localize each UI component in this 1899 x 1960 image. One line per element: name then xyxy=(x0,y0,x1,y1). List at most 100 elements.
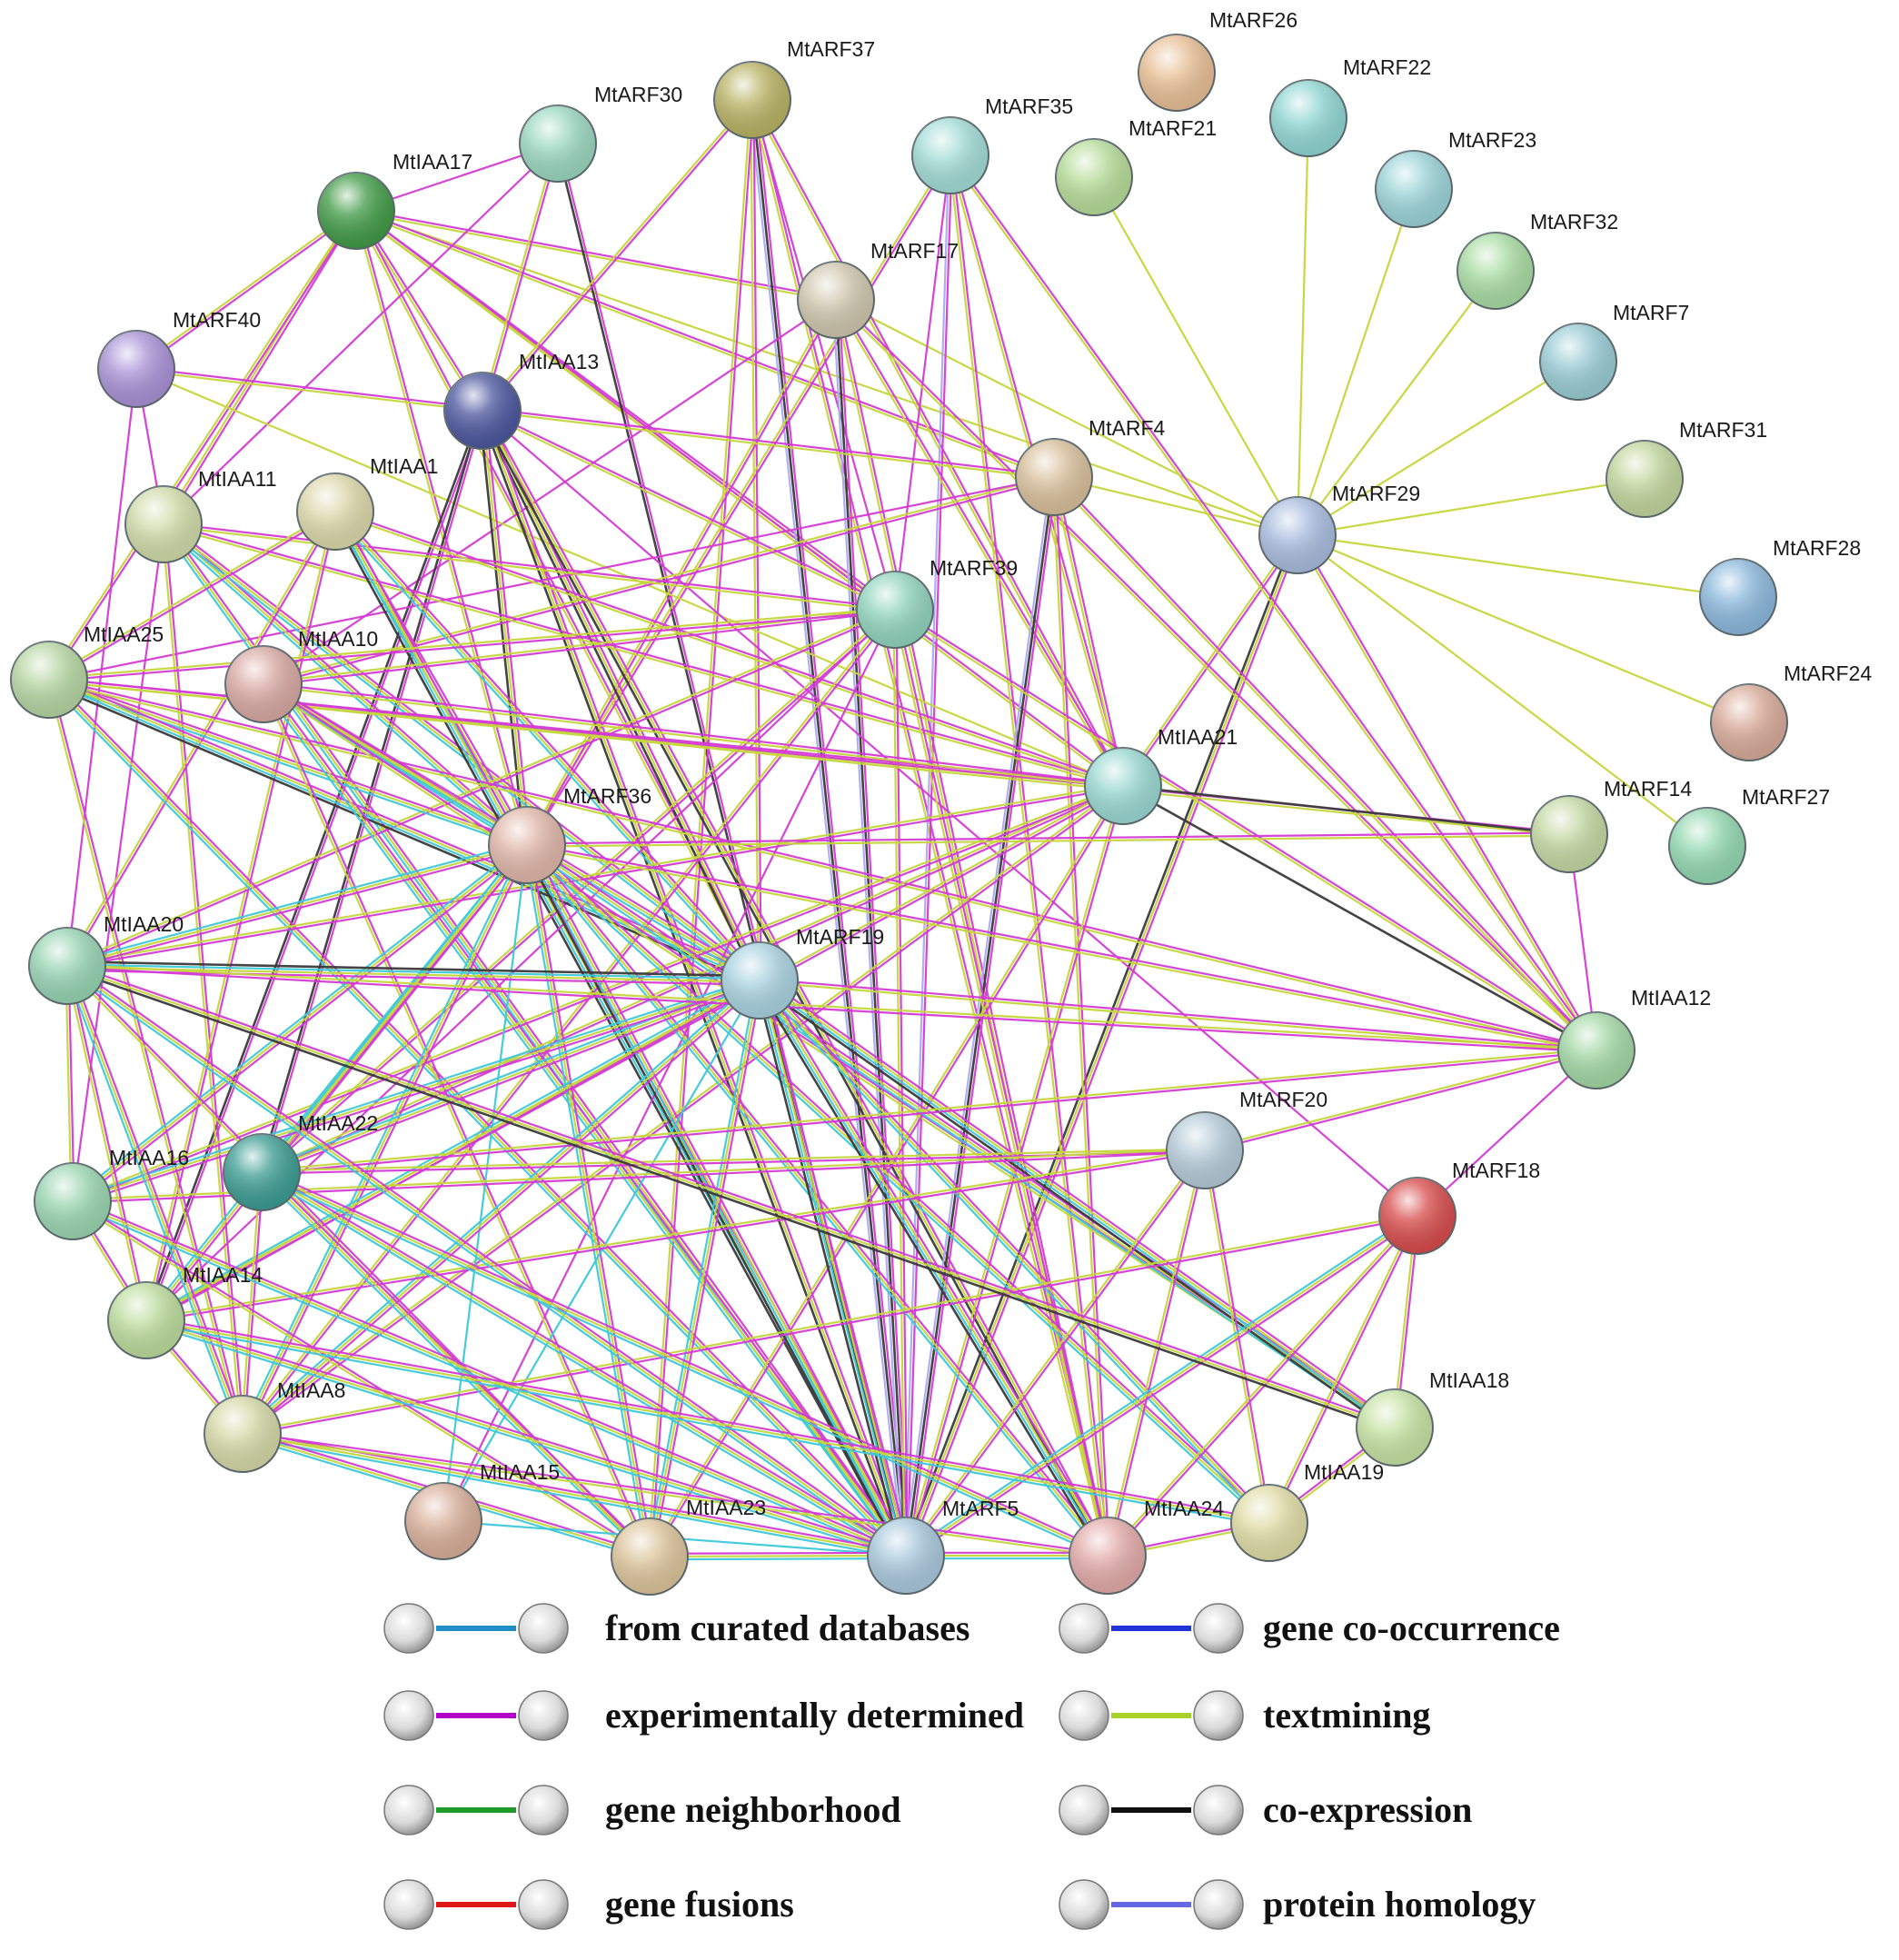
protein-node-mtiaa18[interactable]: MtIAA18 xyxy=(1356,1368,1509,1467)
edge-evidence-line xyxy=(480,143,558,411)
edge-evidence-line xyxy=(356,209,485,411)
protein-node-mtarf37[interactable]: MtARF37 xyxy=(713,37,875,139)
protein-node-mtarf20[interactable]: MtARF20 xyxy=(1166,1088,1327,1189)
interaction-edge xyxy=(1297,361,1579,536)
edge-evidence-line xyxy=(442,844,529,1522)
protein-node-mtarf21[interactable]: MtARF21 xyxy=(1055,116,1217,216)
protein-node-mtiaa20[interactable]: MtIAA20 xyxy=(28,912,184,1005)
edge-evidence-line xyxy=(356,210,530,845)
protein-node-mtarf19[interactable]: MtARF19 xyxy=(721,925,884,1020)
edge-evidence-line xyxy=(49,677,761,980)
edge-evidence-line xyxy=(834,299,908,1557)
protein-node-mtiaa1[interactable]: MtIAA1 xyxy=(296,454,438,551)
edge-evidence-line xyxy=(950,154,1599,1050)
node-gloss xyxy=(318,173,394,249)
node-gloss xyxy=(721,942,798,1019)
node-label: MtIAA11 xyxy=(198,467,277,491)
protein-node-mtiaa8[interactable]: MtIAA8 xyxy=(204,1378,345,1473)
legend-item: gene fusions xyxy=(383,1879,794,1930)
node-gloss xyxy=(868,1517,944,1594)
protein-node-mtiaa14[interactable]: MtIAA14 xyxy=(107,1263,263,1359)
legend-ball xyxy=(383,1879,434,1930)
protein-node-mtarf26[interactable]: MtARF26 xyxy=(1138,8,1297,112)
protein-node-mtarf5[interactable]: MtARF5 xyxy=(867,1497,1019,1595)
edge-evidence-line xyxy=(73,1199,651,1557)
edge-evidence-line xyxy=(49,675,529,844)
edge-evidence-line xyxy=(1297,533,1739,599)
protein-node-mtarf27[interactable]: MtARF27 xyxy=(1668,785,1830,885)
edge-evidence-line xyxy=(67,786,1124,969)
edge-evidence-line xyxy=(73,1198,908,1555)
protein-node-mtiaa13[interactable]: MtIAA13 xyxy=(443,350,599,450)
edge-evidence-line xyxy=(49,512,337,682)
protein-node-mtarf24[interactable]: MtARF24 xyxy=(1710,662,1872,761)
edge-evidence-line xyxy=(135,369,1054,480)
node-label: MtARF4 xyxy=(1089,416,1166,440)
node-gloss xyxy=(1669,808,1745,884)
interaction-edge xyxy=(65,965,75,1202)
edge-evidence-line xyxy=(65,368,138,967)
edge-evidence-line xyxy=(263,610,896,687)
edge-evidence-line xyxy=(836,298,1598,1050)
protein-node-mtarf32[interactable]: MtARF32 xyxy=(1457,210,1618,310)
protein-node-mtarf36[interactable]: MtARF36 xyxy=(488,784,651,884)
protein-node-mtiaa17[interactable]: MtIAA17 xyxy=(317,150,472,250)
edge-evidence-line xyxy=(161,209,356,524)
protein-node-mtiaa11[interactable]: MtIAA11 xyxy=(124,467,277,563)
edge-evidence-line xyxy=(259,1173,905,1559)
edge-evidence-line xyxy=(71,976,760,1200)
edge-evidence-line xyxy=(65,966,73,1202)
edge-evidence-line xyxy=(163,143,559,525)
node-label: MtIAA19 xyxy=(1304,1460,1384,1484)
edge-evidence-line xyxy=(244,981,762,1438)
protein-node-mtiaa12[interactable]: MtIAA12 xyxy=(1557,986,1711,1089)
interaction-edge xyxy=(1122,784,1570,836)
protein-node-mtarf14[interactable]: MtARF14 xyxy=(1530,777,1692,873)
protein-node-mtarf28[interactable]: MtARF28 xyxy=(1699,536,1861,636)
edge-evidence-line xyxy=(833,300,1123,788)
interaction-edge xyxy=(1093,176,1298,536)
protein-node-mtiaa22[interactable]: MtIAA22 xyxy=(223,1111,378,1211)
legend-label: co-expression xyxy=(1263,1789,1472,1830)
protein-node-mtiaa23[interactable]: MtIAA23 xyxy=(611,1496,766,1596)
edge-evidence-line xyxy=(524,846,1394,1431)
edge-evidence-line xyxy=(67,847,529,970)
protein-node-mtarf31[interactable]: MtARF31 xyxy=(1606,418,1767,518)
protein-node-mtarf35[interactable]: MtARF35 xyxy=(911,95,1073,194)
interaction-edge xyxy=(144,1316,908,1560)
legend-ball xyxy=(518,1879,569,1930)
edge-evidence-line xyxy=(244,845,531,1436)
edge-evidence-line xyxy=(261,979,761,1174)
protein-node-mtarf22[interactable]: MtARF22 xyxy=(1269,55,1431,157)
interaction-edge xyxy=(1105,1149,1208,1557)
interaction-edge xyxy=(259,1169,909,1559)
edge-evidence-line xyxy=(759,980,1270,1524)
protein-node-mtarf17[interactable]: MtARF17 xyxy=(797,239,959,339)
edge-evidence-line xyxy=(240,608,895,1434)
edge-evidence-line xyxy=(906,155,953,1557)
edge-evidence-line xyxy=(482,410,761,981)
interaction-edge xyxy=(47,509,337,682)
protein-node-mtiaa24[interactable]: MtIAA24 xyxy=(1069,1497,1224,1595)
legend-label: protein homology xyxy=(1263,1884,1536,1925)
protein-node-mtiaa16[interactable]: MtIAA16 xyxy=(34,1146,189,1240)
protein-node-mtiaa15[interactable]: MtIAA15 xyxy=(404,1460,560,1560)
protein-node-mtarf23[interactable]: MtARF23 xyxy=(1375,128,1536,228)
edge-evidence-line xyxy=(145,844,528,1321)
protein-node-mtiaa19[interactable]: MtIAA19 xyxy=(1230,1460,1384,1562)
protein-node-mtarf29[interactable]: MtARF29 xyxy=(1258,482,1420,574)
protein-node-mtiaa21[interactable]: MtIAA21 xyxy=(1084,725,1238,825)
protein-node-mtiaa10[interactable]: MtIAA10 xyxy=(224,627,378,723)
protein-node-mtarf40[interactable]: MtARF40 xyxy=(97,308,261,408)
protein-node-mtarf18[interactable]: MtARF18 xyxy=(1378,1159,1540,1255)
edge-evidence-line xyxy=(66,964,1396,1429)
protein-node-mtarf7[interactable]: MtARF7 xyxy=(1539,301,1689,401)
protein-node-mtarf39[interactable]: MtARF39 xyxy=(856,556,1018,649)
interaction-edge xyxy=(1120,533,1300,788)
protein-node-mtiaa25[interactable]: MtIAA25 xyxy=(10,622,164,719)
edge-evidence-line xyxy=(145,1148,1205,1320)
protein-node-mtarf30[interactable]: MtARF30 xyxy=(519,83,682,183)
protein-node-mtarf4[interactable]: MtARF4 xyxy=(1015,416,1166,516)
edge-evidence-line xyxy=(836,298,1126,786)
edge-evidence-line xyxy=(242,1213,1417,1434)
